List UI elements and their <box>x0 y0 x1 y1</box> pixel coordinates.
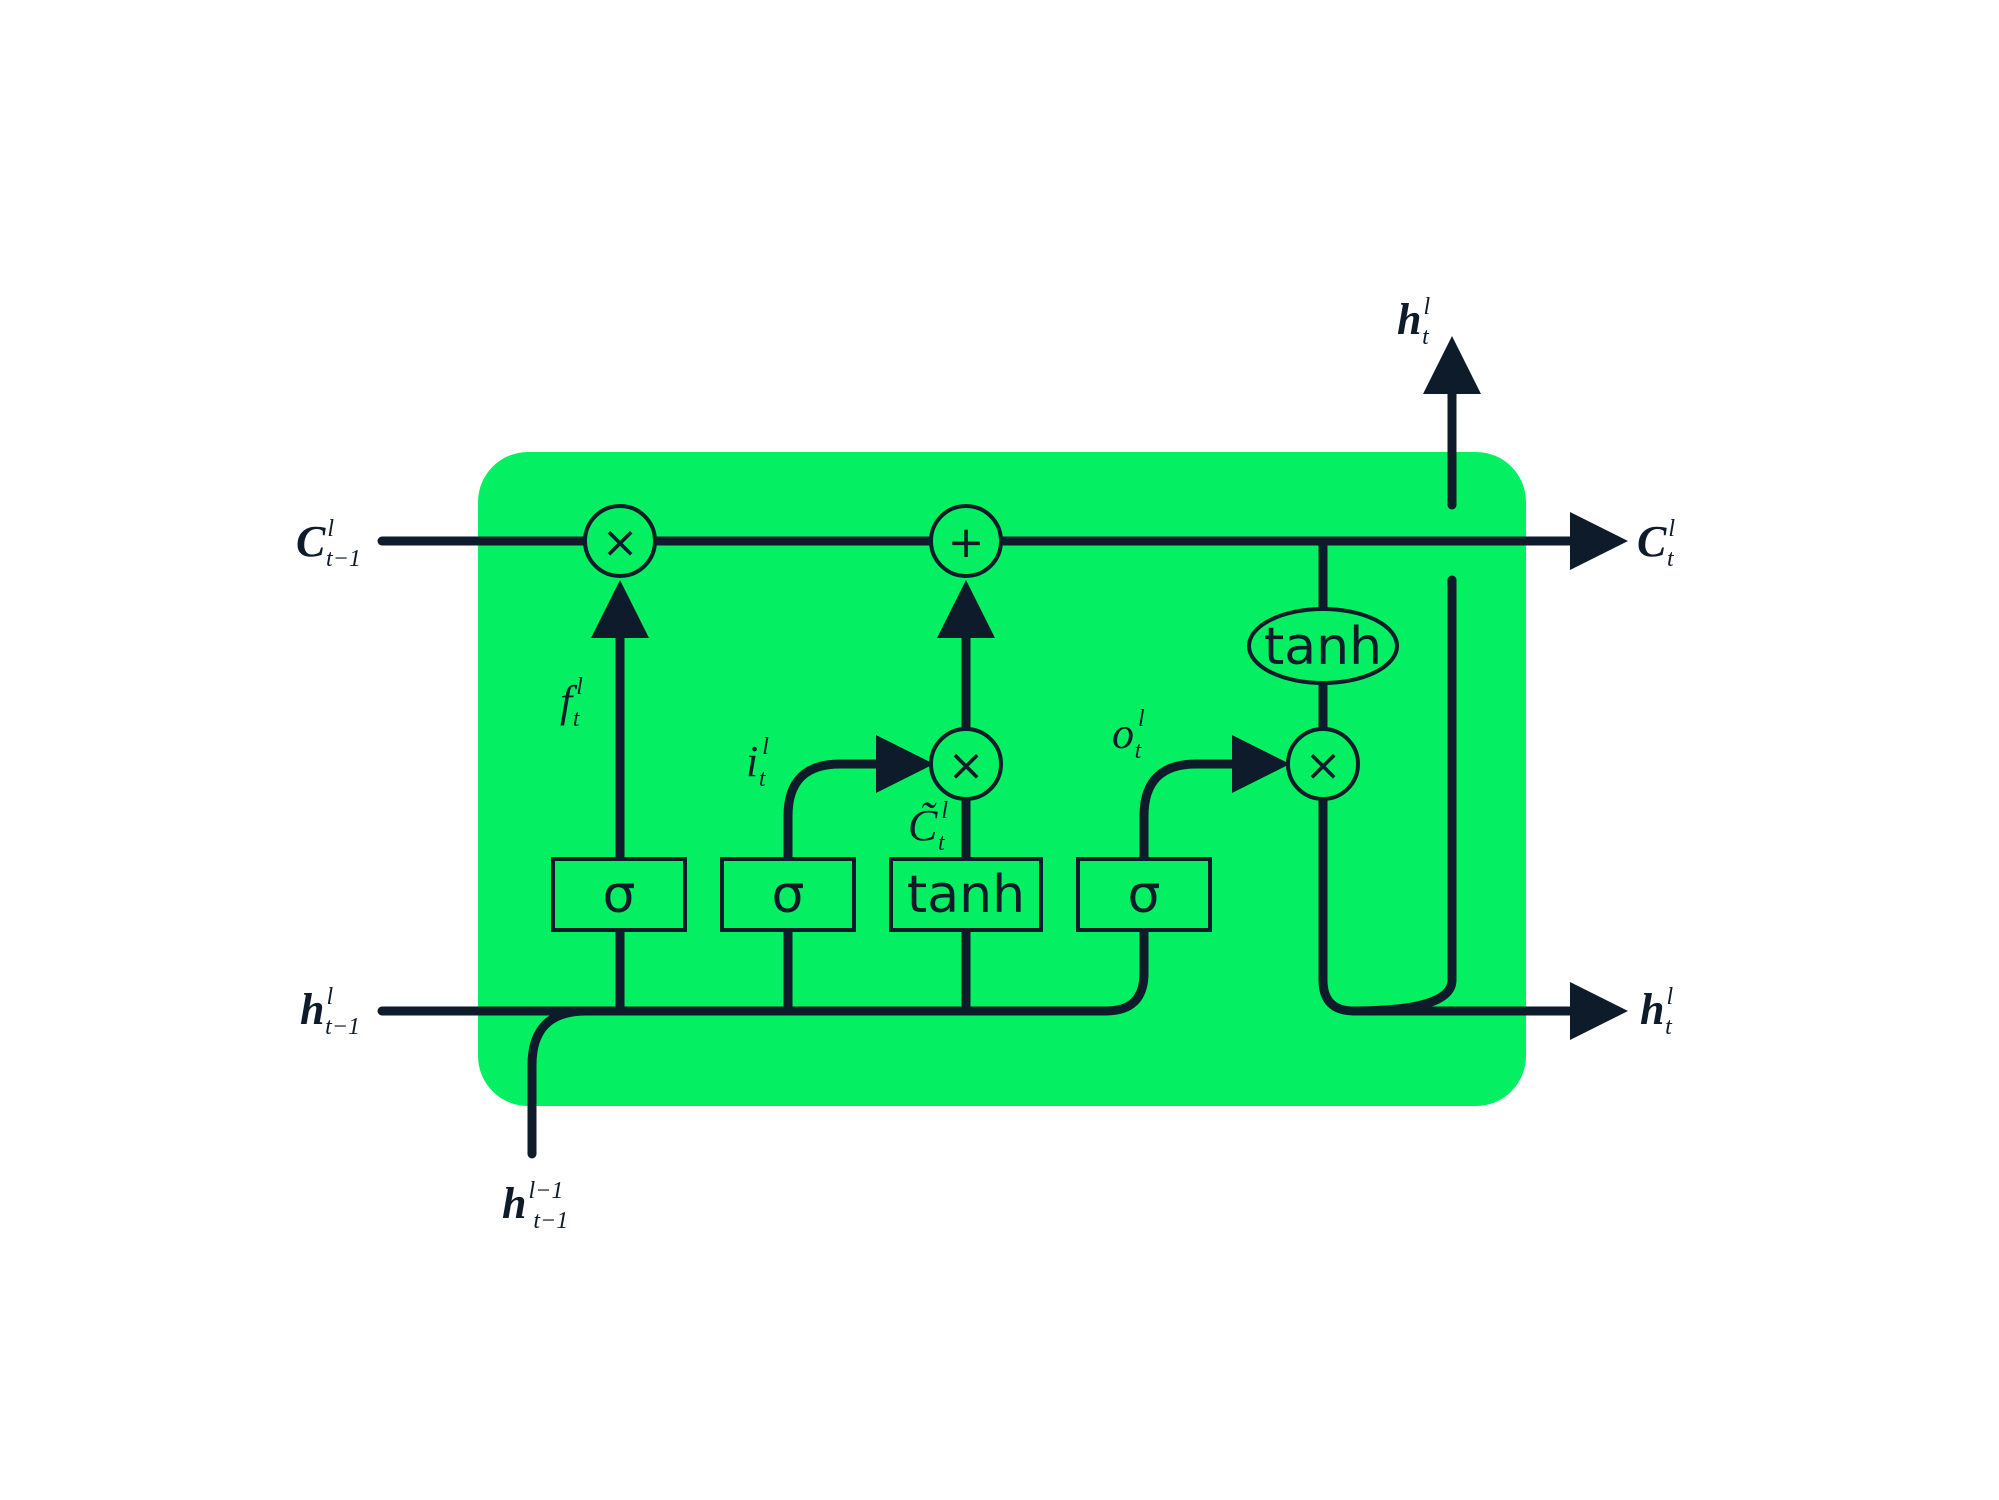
candidate-arrowhead <box>937 580 995 638</box>
output-gate-arrowhead <box>1232 735 1290 793</box>
input-gate-arrowhead <box>876 735 934 793</box>
forget-multiply-icon: × <box>602 517 639 568</box>
cell-state-output-arrowhead <box>1570 512 1628 570</box>
candidate-gate-label: tanh <box>907 865 1025 925</box>
forget-gate-arrowhead <box>591 580 649 638</box>
output-multiply-node <box>1286 727 1360 801</box>
forget-gate-box <box>551 857 687 932</box>
candidate-gate-box <box>889 857 1043 932</box>
input-multiply-icon: × <box>948 740 985 791</box>
output-gate-box <box>1076 857 1212 932</box>
forget-multiply-node <box>583 504 657 578</box>
hidden-upward-line <box>1349 575 1457 1016</box>
output-gate-line <box>1139 759 1241 900</box>
cell-tanh-label: tanh <box>1264 617 1382 677</box>
forget-gate-label: σ <box>603 865 636 925</box>
output-multiply-icon: × <box>1305 740 1342 791</box>
input-multiply-node <box>929 727 1003 801</box>
input-gate-label: σ <box>772 865 805 925</box>
hidden-state-bus <box>377 890 1149 1016</box>
hidden-state-output-arrowhead <box>1570 982 1628 1040</box>
lstm-cell-body <box>478 452 1526 1106</box>
input-gate-box <box>720 857 856 932</box>
lower-layer-input-line <box>527 1006 591 1159</box>
hidden-upward-arrowhead <box>1423 336 1481 394</box>
cell-add-node <box>929 504 1003 578</box>
input-gate-line <box>783 759 885 1016</box>
output-gate-label: σ <box>1128 865 1161 925</box>
cell-tanh-node <box>1247 607 1399 685</box>
cell-add-icon: + <box>948 517 985 568</box>
